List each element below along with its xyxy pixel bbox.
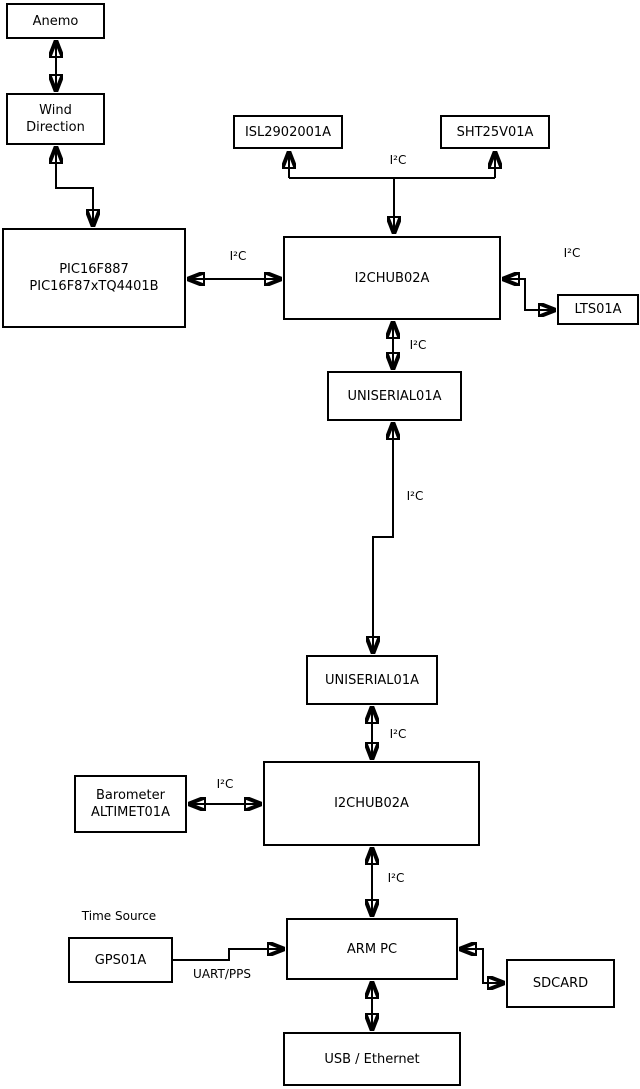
- box-uniserial-bottom: UNISERIAL01A: [306, 655, 438, 705]
- box-i2c-hub-top-label: I2CHUB02A: [354, 270, 430, 286]
- box-gps: GPS01A: [68, 937, 173, 983]
- edge-label-i2c-pic-hub: I²C: [229, 249, 247, 263]
- box-uniserial-top: UNISERIAL01A: [327, 371, 462, 421]
- box-uniserial-top-label: UNISERIAL01A: [347, 388, 442, 404]
- connector-wind-pic: [56, 147, 93, 226]
- box-sht-sensor: SHT25V01A: [440, 115, 550, 149]
- box-usb-ethernet: USB / Ethernet: [283, 1032, 461, 1086]
- edge-label-i2c-hub-uniserial: I²C: [409, 338, 427, 352]
- edge-label-uart-pps: UART/PPS: [193, 967, 251, 981]
- box-barometer: Barometer ALTIMET01A: [74, 775, 187, 833]
- box-wind-direction: Wind Direction: [6, 93, 105, 145]
- box-arm-pc-label: ARM PC: [346, 941, 398, 957]
- box-wind-direction-label-line2: Direction: [26, 120, 85, 135]
- box-wind-direction-label-line1: Wind: [39, 103, 72, 118]
- box-arm-pc: ARM PC: [286, 918, 458, 980]
- box-gps-label: GPS01A: [94, 952, 147, 968]
- box-sdcard: SDCARD: [506, 959, 615, 1008]
- box-isl-sensor-label: ISL2902001A: [244, 124, 332, 140]
- connector-uniserial-link: [373, 423, 393, 653]
- edge-label-i2c-hub-lts: I²C: [563, 246, 581, 260]
- edge-label-i2c-sensor-junction: I²C: [389, 153, 407, 167]
- box-sht-sensor-label: SHT25V01A: [456, 124, 534, 140]
- box-lts-sensor-label: LTS01A: [574, 302, 622, 317]
- box-barometer-label-line1: Barometer: [96, 788, 165, 803]
- box-pic-controller-label-line1: PIC16F887: [59, 262, 129, 277]
- box-sdcard-label: SDCARD: [532, 976, 589, 991]
- box-i2c-hub-bottom-label: I2CHUB02A: [334, 796, 409, 811]
- edge-label-i2c-hub2-armpc: I²C: [387, 871, 405, 885]
- connector-armpc-sdcard: [460, 949, 504, 983]
- box-pic-controller: PIC16F887 PIC16F87xTQ4401B: [2, 228, 186, 328]
- edge-label-i2c-barometer-hub2: I²C: [216, 777, 234, 791]
- edge-label-i2c-uniserial-hub2: I²C: [389, 727, 407, 741]
- box-barometer-label-line2: ALTIMET01A: [91, 805, 170, 820]
- box-pic-controller-label-line2: PIC16F87xTQ4401B: [29, 279, 159, 294]
- box-anemometer-label: Anemo: [32, 13, 79, 29]
- box-i2c-hub-bottom: I2CHUB02A: [263, 761, 480, 846]
- box-anemometer: Anemo: [6, 3, 105, 39]
- box-i2c-hub-top: I2CHUB02A: [283, 236, 501, 320]
- edge-label-time-source: Time Source: [81, 909, 157, 923]
- edge-label-i2c-uniserial-link: I²C: [406, 489, 424, 503]
- box-uniserial-bottom-label: UNISERIAL01A: [325, 672, 419, 688]
- connector-hub-lts: [503, 279, 555, 310]
- connector-gps-armpc: [173, 949, 284, 961]
- box-lts-sensor: LTS01A: [557, 294, 639, 325]
- box-usb-ethernet-label: USB / Ethernet: [324, 1051, 420, 1067]
- box-isl-sensor: ISL2902001A: [233, 115, 343, 149]
